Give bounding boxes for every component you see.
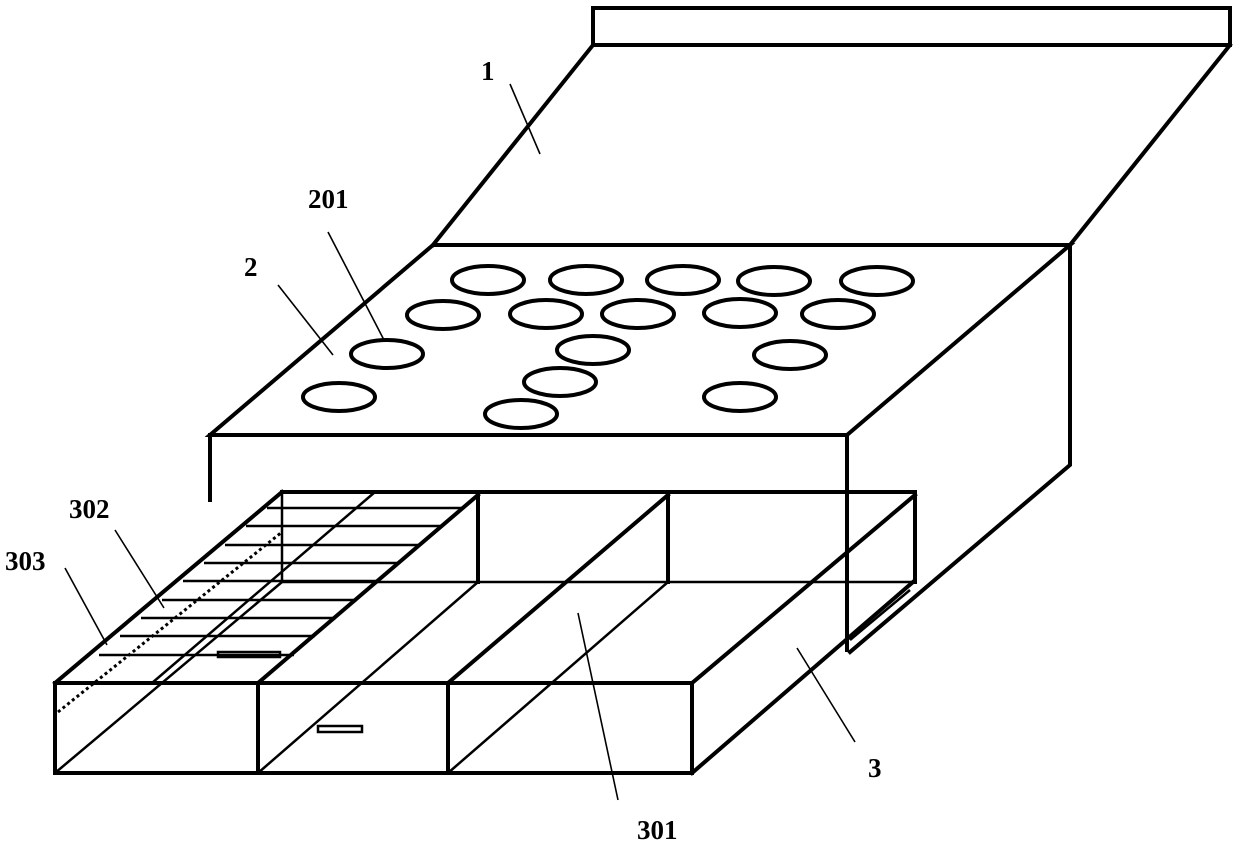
hole — [802, 300, 874, 328]
hole — [602, 300, 674, 328]
hole — [738, 267, 810, 295]
hole-array — [303, 266, 913, 428]
leader-dotted-line — [65, 568, 107, 645]
leader-lines — [65, 84, 855, 800]
drawer-back-top — [282, 492, 915, 582]
label-top-panel: 2 — [244, 252, 258, 282]
label-compartment: 301 — [637, 815, 678, 845]
divider-bottom-edge — [448, 582, 668, 773]
side-bottom-detail — [850, 590, 910, 640]
labels: 1 2 201 302 303 301 3 — [5, 56, 882, 845]
hole — [704, 383, 776, 411]
hole — [485, 400, 557, 428]
hole — [510, 300, 582, 328]
lid — [433, 8, 1230, 245]
hole — [704, 299, 776, 327]
hole — [557, 336, 629, 364]
hole — [550, 266, 622, 294]
lid-right-edge — [1070, 45, 1230, 245]
label-lid: 1 — [481, 56, 495, 86]
drawer-back-bottom — [282, 492, 913, 582]
hole — [303, 383, 375, 411]
hole — [754, 341, 826, 369]
leader-top-panel — [278, 285, 333, 355]
leader-hole — [328, 232, 384, 340]
drawer-right-top-edge — [692, 495, 915, 683]
divider-top-edge — [448, 495, 668, 683]
lid-top-edge — [593, 8, 1230, 45]
lid-left-edge — [433, 45, 593, 245]
divider-bottom-edge — [258, 582, 478, 773]
hole — [407, 301, 479, 329]
label-dotted-line: 303 — [5, 546, 46, 576]
drawer-handle — [318, 726, 362, 732]
side-right-edge — [850, 245, 1070, 652]
leader-drawer — [797, 648, 855, 742]
leader-grid-insert — [115, 530, 164, 608]
label-hole: 201 — [308, 184, 349, 214]
hole — [841, 267, 913, 295]
hole — [647, 266, 719, 294]
hole — [524, 368, 596, 396]
hole — [452, 266, 524, 294]
drawer — [55, 492, 915, 773]
drawer-right-bottom-edge — [692, 582, 913, 773]
label-grid-insert: 302 — [69, 494, 110, 524]
hole — [351, 340, 423, 368]
label-drawer: 3 — [868, 753, 882, 783]
